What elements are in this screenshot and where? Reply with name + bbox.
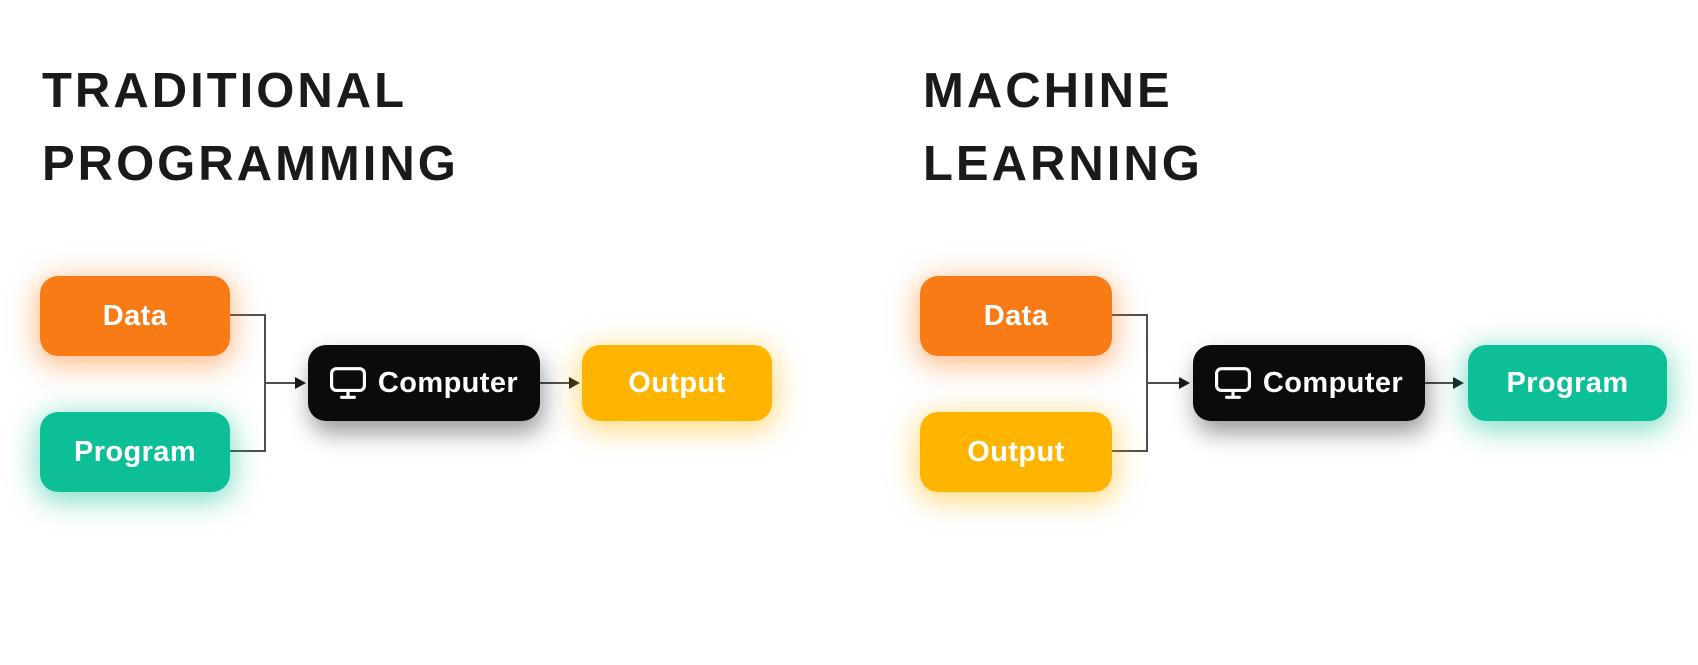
tp-merge-bracket [230,314,266,452]
title-line-1: TRADITIONAL [42,64,408,118]
tp-output-label: Output [628,366,726,399]
ml-merge-bracket [1112,314,1148,452]
monitor-icon [1214,367,1251,399]
ml-program-label: Program [1506,366,1629,399]
machine-learning-title: MACHINE LEARNING [923,55,1203,201]
tp-program-label: Program [73,435,197,468]
title-line-2: LEARNING [923,137,1203,191]
ml-result-arrow-head [1453,377,1464,389]
ml-merge-arrow-head [1179,377,1190,389]
tp-output-box: Output [582,345,772,421]
ml-output-label: Output [967,435,1065,468]
ml-computer-box: Computer [1193,345,1425,421]
title-line-1: MACHINE [923,64,1173,118]
tp-data-box: Data [40,276,230,356]
monitor-icon [329,367,366,399]
tp-computer-label: Computer [377,366,519,399]
tp-merge-arrow-head [295,377,306,389]
traditional-programming-title: TRADITIONAL PROGRAMMING [42,55,459,201]
ml-data-box: Data [920,276,1112,356]
tp-computer-box: Computer [308,345,540,421]
ml-output-box: Output [920,412,1112,492]
ml-computer-label: Computer [1262,366,1404,399]
tp-output-arrow-head [569,377,580,389]
ml-program-box: Program [1468,345,1667,421]
title-line-2: PROGRAMMING [42,137,459,191]
tp-data-label: Data [102,299,168,332]
tp-program-box: Program [40,412,230,492]
ml-data-label: Data [983,299,1049,332]
